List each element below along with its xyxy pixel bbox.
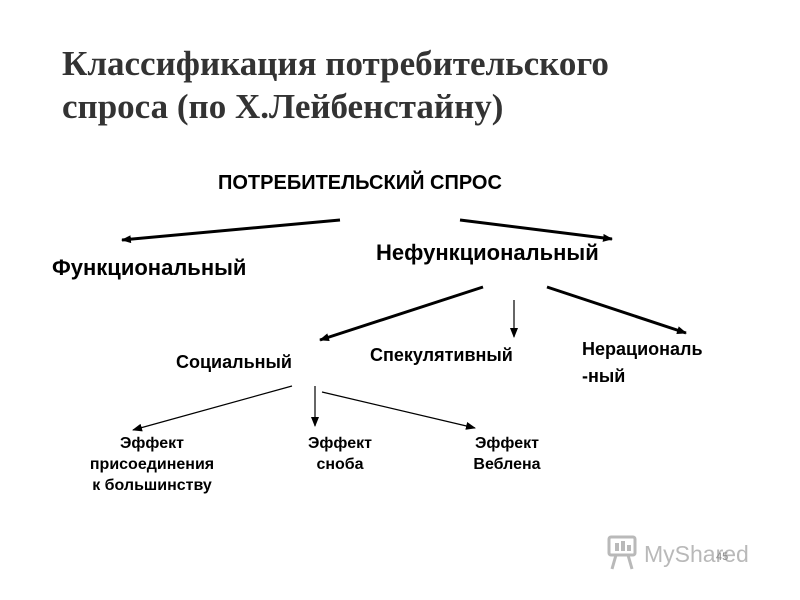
arrow-root-to-nonfunctional xyxy=(459,218,613,242)
slide-title: Классификация потребительского спроса (п… xyxy=(62,42,762,128)
node-social: Социальный xyxy=(176,352,292,372)
node-bandwagon-line-2: присоединения xyxy=(89,456,215,473)
node-veblen-effect: Эффект Веблена xyxy=(457,433,557,475)
node-snob-effect: Эффект сноба xyxy=(290,433,390,475)
watermark: MyShared xyxy=(606,533,766,577)
slide-title-line-1: Классификация потребительского xyxy=(62,44,609,83)
node-veblen-line-1: Эффект xyxy=(475,435,539,452)
node-consumer-demand: ПОТРЕБИТЕЛЬСКИЙ СПРОС xyxy=(218,172,502,194)
node-bandwagon-effect: Эффект присоединения к большинству xyxy=(62,433,242,496)
arrow-social-to-bandwagon xyxy=(132,385,293,432)
node-snob-line-1: Эффект xyxy=(308,435,372,452)
node-irrational-line-2: -ный xyxy=(582,366,626,386)
node-snob-line-2: сноба xyxy=(316,456,364,473)
node-functional: Функциональный xyxy=(52,255,247,280)
page-number: 45 xyxy=(716,551,729,563)
node-bandwagon-line-1: Эффект xyxy=(120,435,184,452)
presentation-board-icon xyxy=(607,535,637,570)
arrow-nonfunctional-to-irrational xyxy=(546,285,687,335)
arrow-root-to-functional xyxy=(121,218,341,244)
node-veblen-line-2: Веблена xyxy=(473,456,541,473)
arrow-nonfunctional-to-social xyxy=(319,285,484,342)
watermark-text: MyShared xyxy=(644,541,749,567)
node-speculative: Спекулятивный xyxy=(370,345,513,365)
node-irrational-line-1: Нерациональ xyxy=(582,339,703,359)
node-bandwagon-line-3: к большинству xyxy=(92,477,212,494)
node-nonfunctional: Нефункциональный xyxy=(376,240,599,265)
node-irrational: Нерациональ -ный xyxy=(582,336,703,390)
slide-title-line-2: спроса (по Х.Лейбенстайну) xyxy=(62,87,504,126)
arrow-social-to-veblen xyxy=(321,391,476,430)
